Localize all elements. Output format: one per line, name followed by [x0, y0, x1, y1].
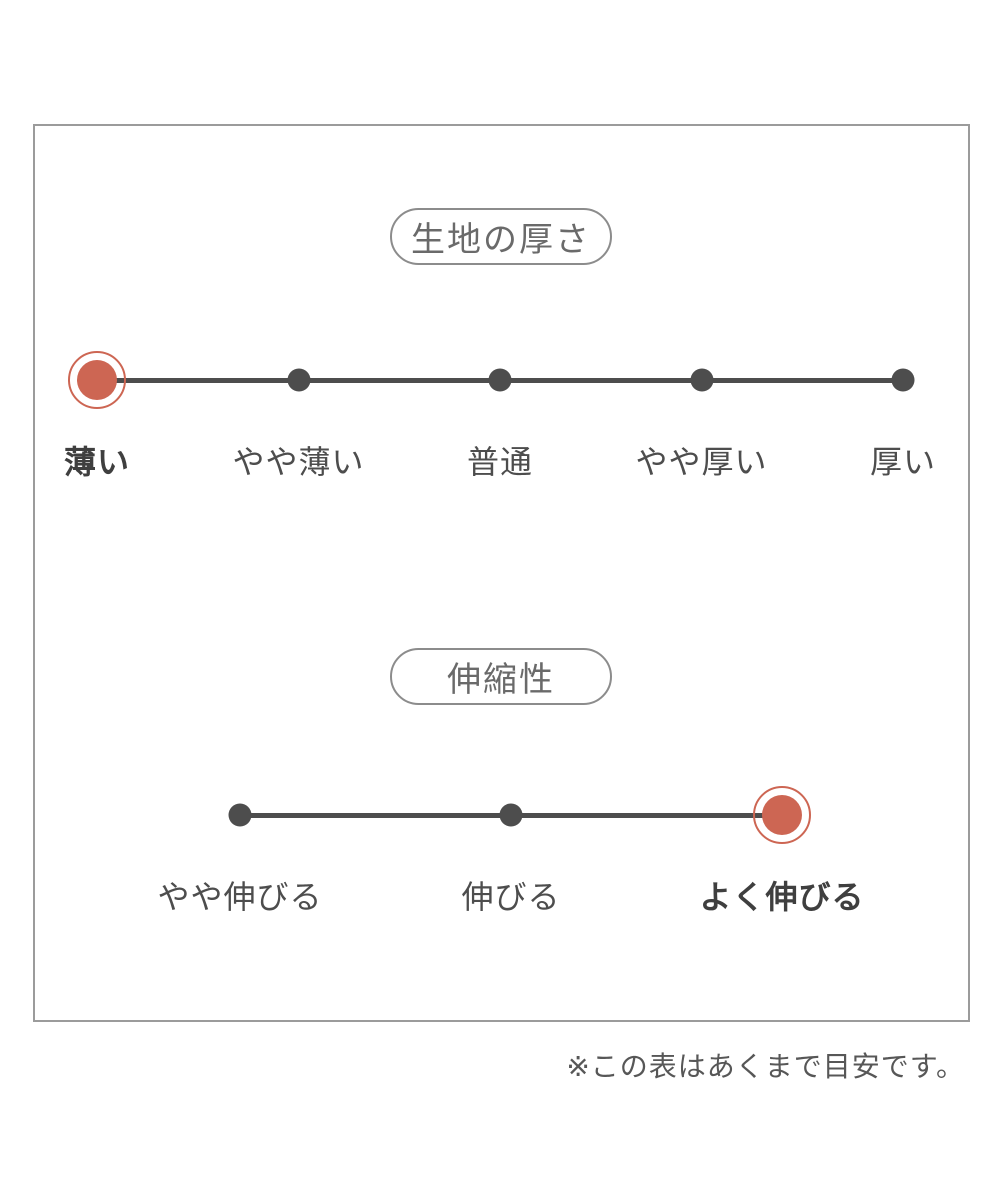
scale-dot: [287, 368, 310, 392]
stretch-title-pill: 伸縮性: [390, 648, 612, 705]
scale-label: 薄い: [63, 443, 131, 481]
scale-label: やや厚い: [635, 443, 768, 481]
scale-label: よく伸びる: [699, 878, 865, 916]
scale-label: 伸びる: [461, 878, 561, 916]
scale-label: 厚い: [869, 443, 937, 481]
active-dot-ring: [68, 351, 126, 409]
scale-dot: [690, 368, 713, 392]
scale-dot-active: [68, 351, 126, 409]
disclaimer-note: ※この表はあくまで目安です。: [566, 1050, 965, 1083]
active-dot-ring: [753, 786, 811, 844]
scale-dot: [488, 368, 512, 392]
scale-dot: [228, 803, 252, 827]
scale-dot-active: [753, 786, 811, 844]
scale-dot: [891, 368, 915, 392]
thickness-title-pill: 生地の厚さ: [390, 208, 612, 265]
scale-label: やや薄い: [232, 443, 365, 481]
spec-panel: 生地の厚さ 薄い やや薄い 普通 やや厚い 厚い 伸縮性 やや伸びる 伸びる よく伸びる: [33, 124, 970, 1022]
stretch-title: 伸縮性: [447, 660, 555, 700]
scale-label: 普通: [466, 443, 534, 481]
thickness-title: 生地の厚さ: [411, 220, 591, 260]
scale-dot: [499, 803, 523, 827]
scale-label: やや伸びる: [157, 878, 323, 916]
